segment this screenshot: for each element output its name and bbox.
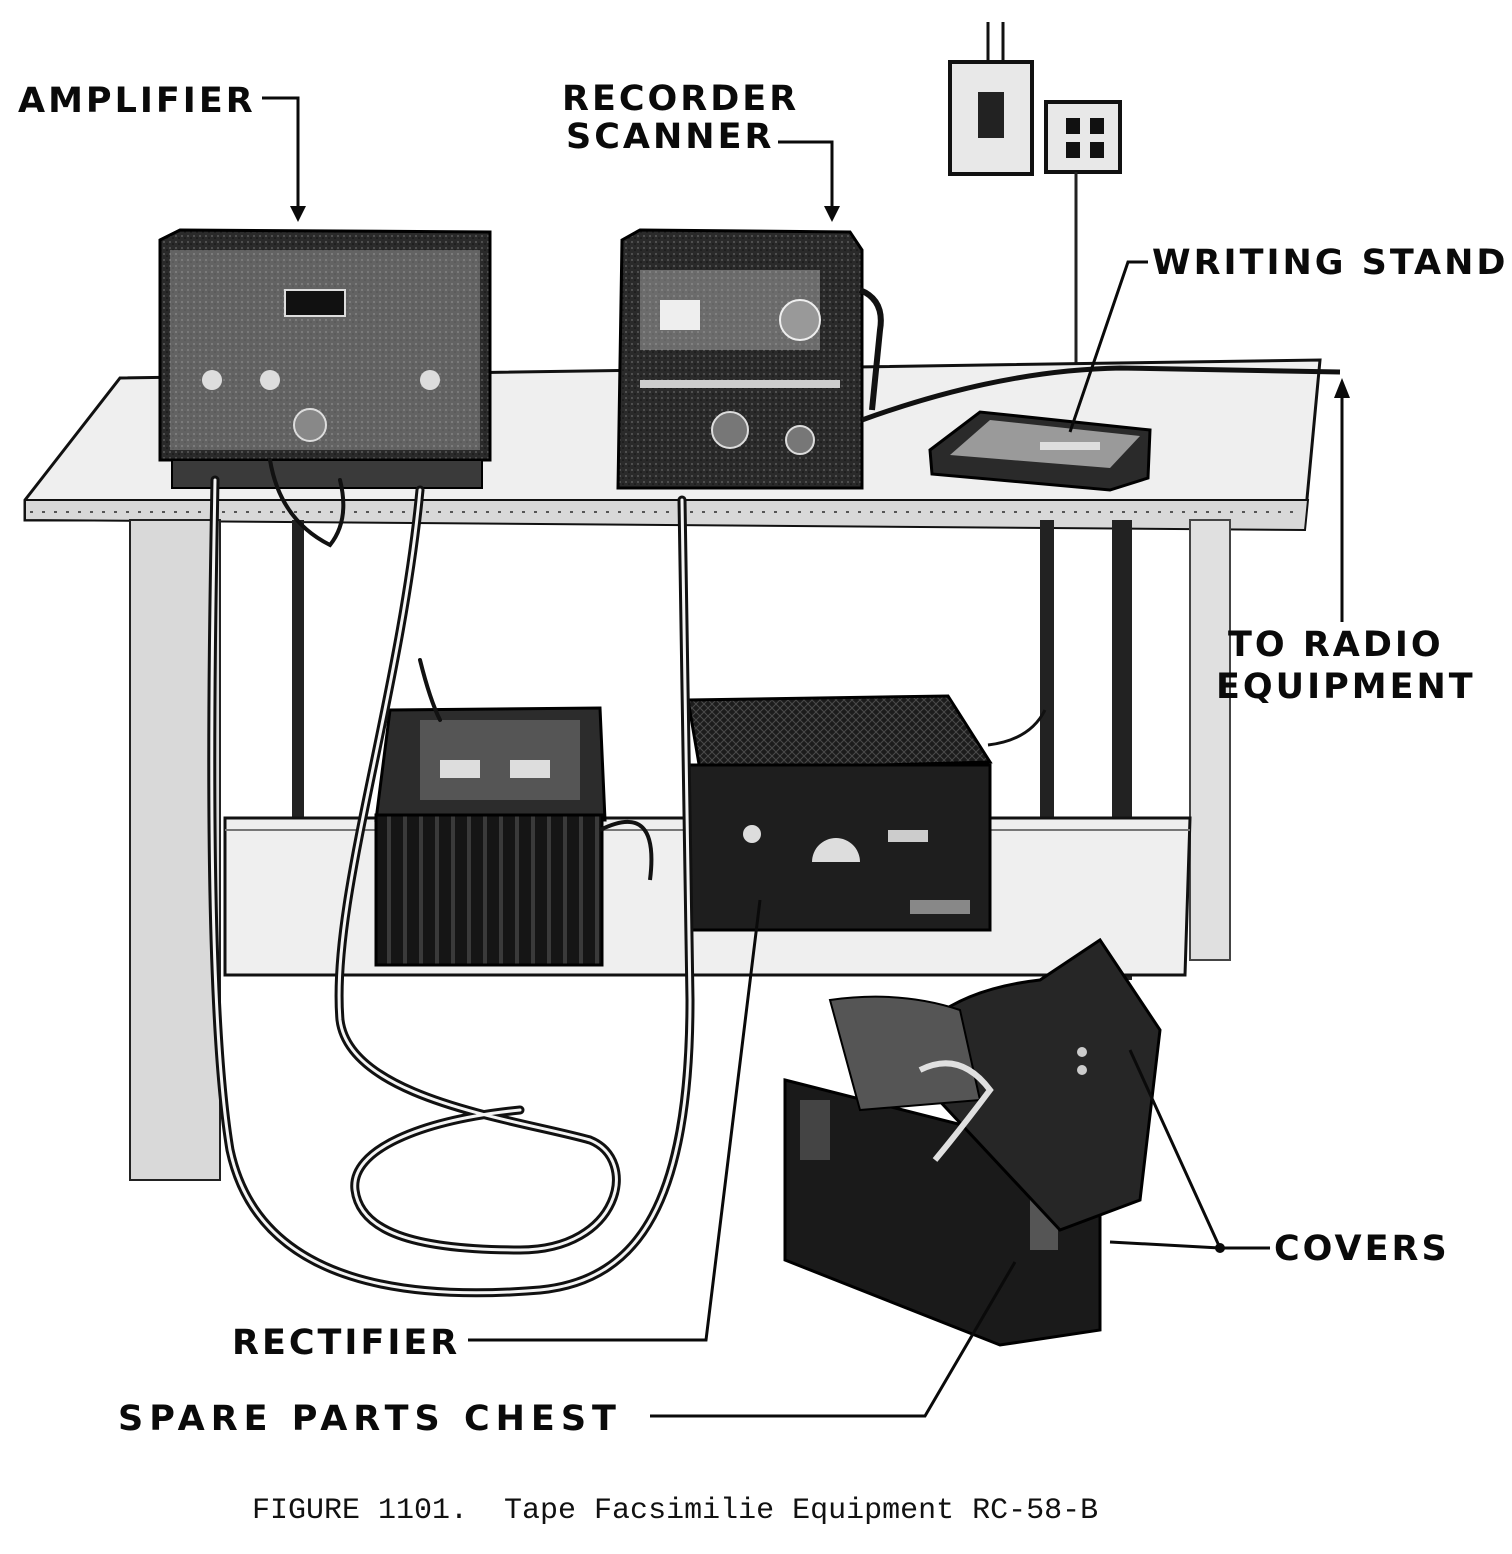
amplifier-unit (158, 228, 492, 489)
label-to-radio: TO RADIO (1228, 625, 1444, 665)
label-writing-stand: WRITING STAND (1152, 243, 1508, 283)
leader-lines (262, 96, 1350, 1418)
figure-caption: FIGURE 1101. Tape Facsimilie Equipment R… (252, 1494, 1098, 1528)
writing-stand (928, 410, 1152, 492)
recorder-scanner-unit (616, 228, 884, 490)
label-amplifier: AMPLIFIER (18, 81, 256, 121)
power-supply-unit (686, 694, 1047, 932)
wall-outlets (948, 22, 1122, 370)
label-equipment: EQUIPMENT (1216, 667, 1476, 707)
label-recorder: RECORDER (562, 79, 799, 119)
label-spare-parts-chest: SPARE PARTS CHEST (118, 1399, 622, 1439)
equipment-covers (828, 937, 1162, 1232)
label-covers: COVERS (1274, 1229, 1450, 1269)
label-rectifier: RECTIFIER (232, 1323, 460, 1363)
radio-cable (861, 365, 1341, 423)
rectifier-unit (374, 706, 654, 967)
cables (207, 458, 695, 1298)
label-scanner: SCANNER (566, 117, 774, 157)
